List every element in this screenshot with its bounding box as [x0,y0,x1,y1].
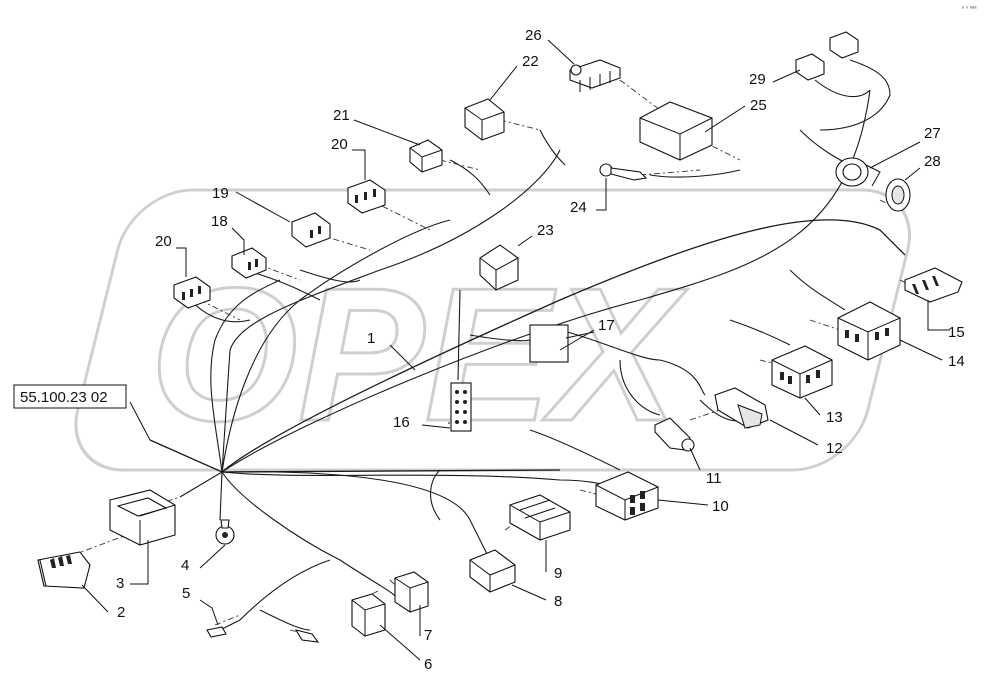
label-29: 29 [749,71,766,88]
harness-wires [149,59,906,631]
label-16: 16 [393,414,410,431]
label-19: 19 [212,185,229,202]
label-24: 24 [570,199,587,216]
label-1: 1 [367,330,375,347]
label-5: 5 [182,585,190,602]
label-20-lower: 20 [155,233,172,250]
part-17-module [529,324,569,363]
corner-mark: ᵉ ⁿ ᵃᵃᵃ [962,5,977,12]
label-13: 13 [826,409,843,426]
label-9: 9 [554,565,562,582]
part-24-ring-terminal [599,163,648,181]
label-7: 7 [424,627,432,644]
label-8: 8 [554,593,562,610]
label-17: 17 [598,317,615,334]
label-26: 26 [525,27,542,44]
label-10: 10 [712,498,729,515]
part-27-socket [835,157,881,187]
label-23: 23 [537,222,554,239]
label-15: 15 [948,324,965,341]
part-12-connector [714,387,769,429]
part-8-connector [469,549,516,593]
part-20b-connector [173,276,211,309]
part-28-cap [885,178,911,212]
part-15-connector [904,267,963,303]
part-23-connector [479,244,519,291]
part-16-fuse-block [450,382,472,432]
part-10-connector [595,471,659,521]
label-3: 3 [116,575,124,592]
label-6: 6 [424,656,432,673]
part-9-connector [509,494,571,541]
label-21: 21 [333,107,350,124]
callout-labels: 1 2 3 4 5 6 7 8 9 10 11 12 13 14 15 16 1… [116,27,965,673]
label-28: 28 [924,153,941,170]
part-26-relay [569,59,621,92]
label-18: 18 [211,213,228,230]
part-6-connector [351,593,386,637]
label-14: 14 [948,353,965,370]
part-21-connector [409,139,443,173]
part-14-connector [837,301,901,361]
label-12: 12 [826,440,843,457]
label-11: 11 [706,470,722,487]
label-2: 2 [117,604,125,621]
part-25-module [639,101,713,161]
part-4-ring-terminal [215,519,235,545]
part-7-connector [394,571,429,613]
reference-code-box: 55.100.23 02 [13,384,127,409]
part-2-connector [37,551,91,589]
label-4: 4 [181,557,189,574]
part-5-terminals [206,626,320,643]
part-20a-connector [347,179,386,214]
part-13-connector [771,345,833,399]
part-22-connector [464,98,505,141]
reference-code: 55.100.23 02 [20,389,108,406]
part-3-connector [109,489,176,546]
part-11-sensor [654,417,695,452]
part-19-connector [291,212,331,248]
label-27: 27 [924,125,941,142]
leader-lines [81,39,950,661]
part-18-connector [231,247,267,279]
label-20-upper: 20 [331,136,348,153]
label-25: 25 [750,97,767,114]
part-29-connectors [795,31,859,81]
label-22: 22 [522,53,539,70]
